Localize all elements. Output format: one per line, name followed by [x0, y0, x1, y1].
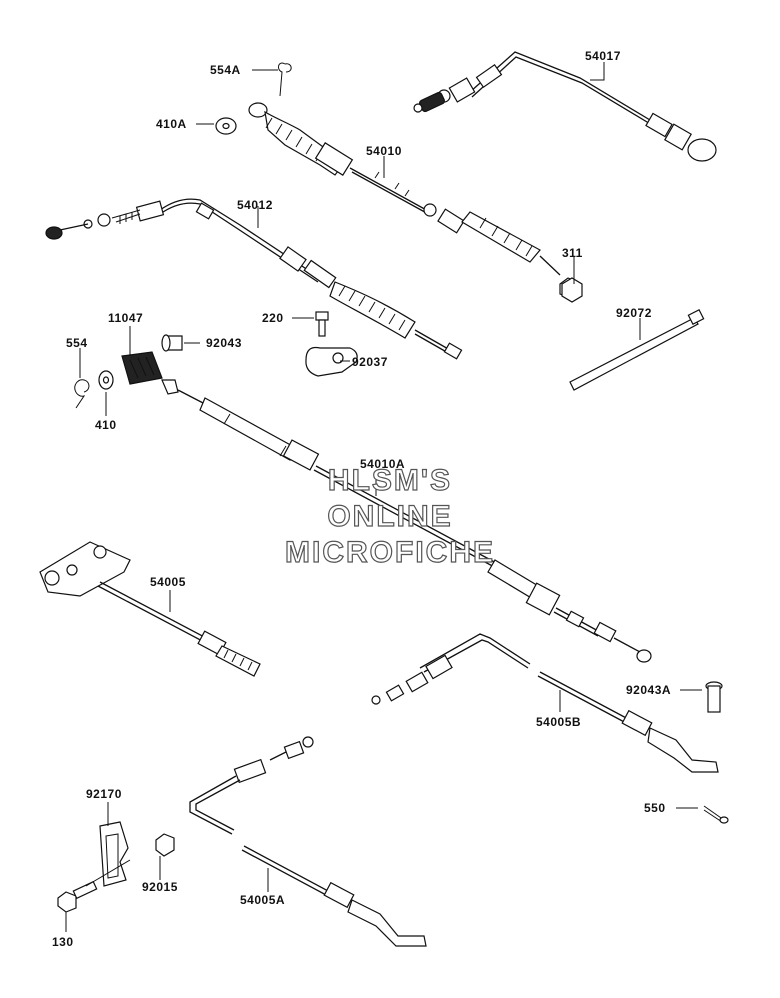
pin-92043 — [161, 334, 183, 352]
label-554[interactable]: 554 — [66, 336, 88, 350]
washer-410 — [98, 370, 114, 390]
cable-tie-92072 — [569, 309, 705, 391]
label-550[interactable]: 550 — [644, 801, 666, 815]
screw-220 — [315, 311, 329, 337]
clip-554 — [74, 379, 90, 409]
label-92043A[interactable]: 92043A — [626, 683, 671, 697]
label-54005A[interactable]: 54005A — [240, 893, 285, 907]
nut-311 — [561, 277, 583, 303]
label-410A[interactable]: 410A — [156, 117, 187, 131]
label-220[interactable]: 220 — [262, 311, 284, 325]
pin-92043A — [705, 681, 723, 713]
cable-54010A — [161, 379, 652, 663]
watermark: HLSM'S ONLINE MICROFICHE — [284, 463, 495, 569]
watermark-line-3: MICROFICHE — [285, 536, 495, 569]
cable-54012 — [45, 198, 463, 360]
label-11047[interactable]: 11047 — [108, 311, 143, 325]
washer-410A — [215, 117, 237, 135]
cable-54005A — [189, 736, 427, 947]
label-54005[interactable]: 54005 — [150, 575, 186, 589]
label-54010A[interactable]: 54010A — [360, 457, 405, 471]
label-92043[interactable]: 92043 — [206, 336, 242, 350]
label-311[interactable]: 311 — [562, 246, 583, 260]
cable-54005 — [39, 541, 261, 677]
label-410[interactable]: 410 — [95, 418, 117, 432]
label-54017[interactable]: 54017 — [585, 49, 621, 63]
label-554A[interactable]: 554A — [210, 63, 241, 77]
clip-554A — [277, 62, 292, 97]
cable-54005B — [371, 633, 719, 773]
label-130[interactable]: 130 — [52, 935, 74, 949]
label-54005B[interactable]: 54005B — [536, 715, 581, 729]
bracket-92170 — [99, 821, 129, 887]
leader-lines — [65, 62, 702, 932]
label-92037[interactable]: 92037 — [352, 355, 388, 369]
label-54012[interactable]: 54012 — [237, 198, 273, 212]
clamp-92037 — [305, 346, 358, 377]
cotter-550 — [703, 805, 729, 824]
block-11047 — [121, 351, 163, 385]
label-92015[interactable]: 92015 — [142, 880, 178, 894]
label-92072[interactable]: 92072 — [616, 306, 652, 320]
watermark-line-2: ONLINE — [327, 500, 452, 533]
watermark-line-1: HLSM'S — [328, 464, 452, 497]
cable-54010 — [248, 102, 579, 299]
label-54010[interactable]: 54010 — [366, 144, 402, 158]
nut-92015 — [155, 833, 175, 857]
bolt-130 — [57, 880, 98, 913]
label-92170[interactable]: 92170 — [86, 787, 122, 801]
cable-54017 — [413, 51, 717, 162]
